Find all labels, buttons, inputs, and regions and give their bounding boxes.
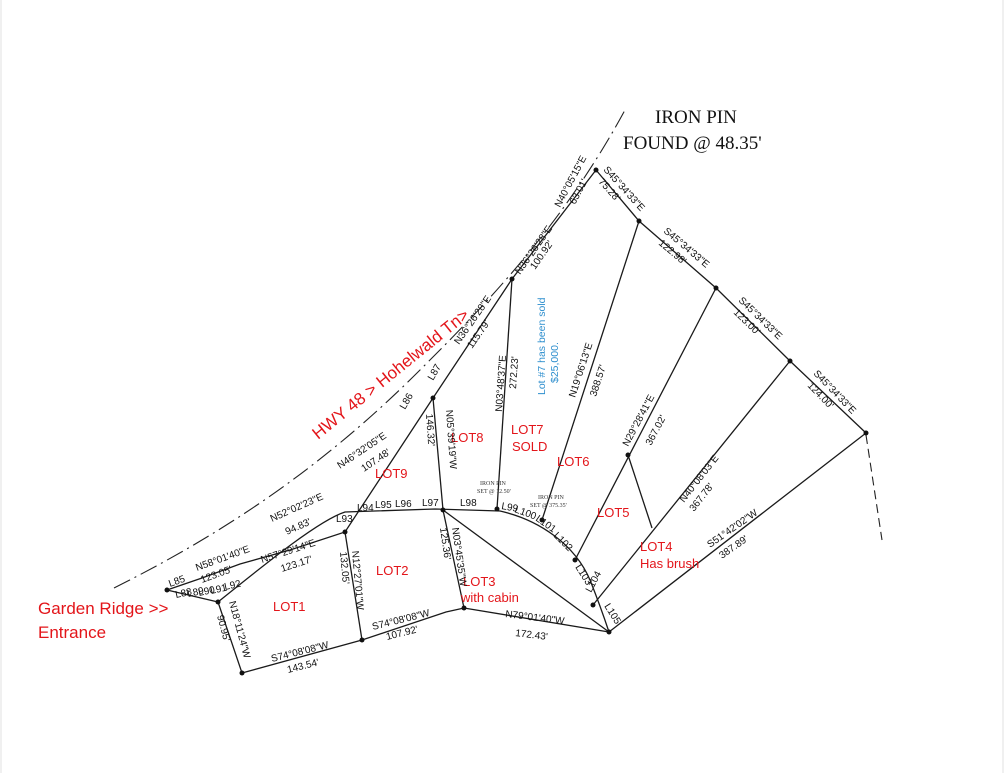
lot2-label: LOT2: [376, 563, 409, 578]
course-distance: 94.83': [284, 517, 313, 538]
boundary-south-east: [608, 432, 867, 633]
line-label: L88: [174, 587, 193, 601]
line-label: L101: [533, 513, 558, 535]
divider-lot3-curve: [442, 509, 610, 633]
iron-pin-found-line2: FOUND @ 48.35': [623, 133, 762, 154]
lot7-note: SOLD: [512, 439, 547, 454]
line-label: L98: [460, 498, 477, 509]
entrance-label-line1: Garden Ridge >>: [38, 599, 168, 618]
highway-centerline: [113, 109, 626, 589]
lot5-label: LOT5: [597, 505, 630, 520]
line-label: L90: [197, 585, 216, 599]
interior-road-curve: [217, 508, 610, 633]
course-distance: 146.32': [423, 413, 436, 446]
road-frontage-boundary: [166, 169, 597, 591]
course-bearing: N12°27'01"W: [349, 550, 365, 611]
lot8-label: LOT8: [451, 430, 484, 445]
lot7-label: LOT7: [511, 422, 544, 437]
divider-lot4-interior: [627, 454, 653, 529]
divider-lot6-lot7: [541, 220, 640, 521]
divider-lot7-lot8: [496, 278, 513, 510]
boundary-west-short: [166, 589, 219, 603]
line-label: L97: [422, 498, 439, 509]
course-distance: 90.95': [214, 614, 232, 643]
lot3-note: with cabin: [460, 590, 519, 605]
line-label: L91: [209, 583, 228, 597]
line-label: L93: [336, 514, 353, 525]
iron-pin-found-line1: IRON PIN: [655, 107, 737, 128]
survey-points: [164, 167, 869, 676]
line-label: L92: [223, 579, 242, 593]
sold-note-line2: $25,000.: [549, 342, 561, 383]
lot4-note: Has brush: [640, 556, 699, 571]
course-bearing: N79°01'40"W: [505, 609, 566, 627]
lot1-label: LOT1: [273, 599, 306, 614]
sold-note-line1: Lot #7 has been sold: [536, 297, 548, 395]
divider-lot5-lot6: [574, 287, 717, 561]
lot6-label: LOT6: [557, 454, 590, 469]
divider-lot8-lot9: [432, 397, 444, 511]
course-bearing: N52°02'23"E: [269, 491, 326, 524]
lot9-label: LOT9: [375, 466, 408, 481]
line-label: L94: [357, 503, 374, 514]
boundary-south: [217, 601, 610, 674]
line-label: L95: [375, 500, 392, 511]
lot4-label: LOT4: [640, 539, 673, 554]
line-label: L89: [186, 586, 205, 600]
divider-lot1-lot2: [344, 531, 363, 641]
iron-pin-set-2-line1: IRON PIN: [538, 495, 565, 501]
divider-lot2-lot3: [442, 509, 465, 609]
dashed-boundary-tail: [865, 434, 883, 541]
iron-pin-set-1-line2: SET @ 12.50': [477, 489, 511, 495]
course-distance: 125.36': [437, 527, 452, 561]
lot3-label: LOT3: [463, 574, 496, 589]
divider-lot4-lot5: [592, 360, 791, 606]
entrance-label-line2: Entrance: [38, 623, 106, 642]
course-distance: 172.43': [515, 628, 549, 643]
line-label: L96: [395, 499, 412, 510]
line-label: L87: [426, 362, 444, 382]
line-label: L99: [500, 501, 519, 515]
course-distance: 132.05': [337, 551, 351, 584]
line-label: L86: [398, 391, 416, 411]
iron-pin-set-2-line2: SET @ 375.35': [530, 503, 567, 509]
course-bearing: N03°48'37"E: [494, 355, 509, 413]
course-distance: 272.23': [508, 356, 521, 389]
course-bearing: N05°39'19"W: [443, 409, 458, 470]
iron-pin-set-1-line1: IRON PIN: [480, 481, 507, 487]
